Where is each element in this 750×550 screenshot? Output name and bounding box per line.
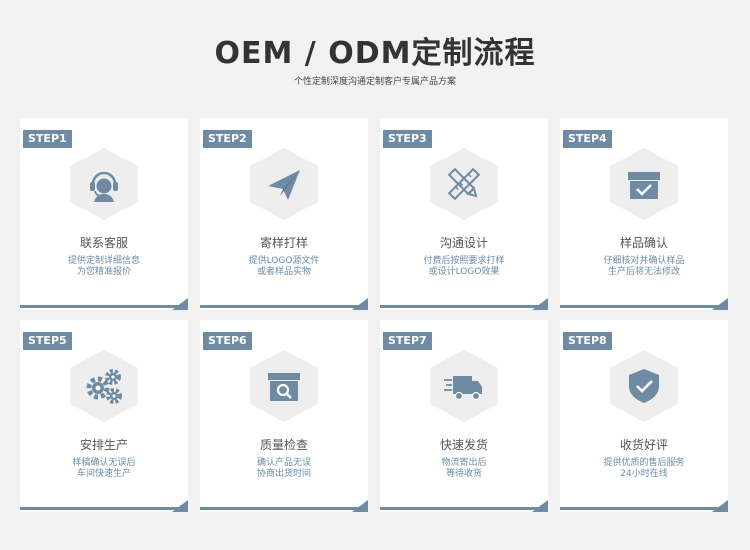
hexagon-background bbox=[70, 350, 138, 422]
corner-triangle bbox=[172, 500, 188, 512]
step-badge: STEP6 bbox=[203, 332, 252, 350]
corner-triangle bbox=[532, 298, 548, 310]
step-badge: STEP2 bbox=[203, 130, 252, 148]
corner-triangle bbox=[172, 298, 188, 310]
bottom-accent-line bbox=[380, 305, 540, 308]
step-card-7: STEP7 快速发货 物流寄出后 等待收货 bbox=[380, 320, 548, 512]
step-description: 提供LOGO源文件 或者样品实物 bbox=[248, 256, 320, 277]
step-title: 质量检查 bbox=[259, 438, 308, 452]
step-badge: STEP1 bbox=[23, 130, 72, 148]
corner-triangle bbox=[712, 500, 728, 512]
bottom-accent-line bbox=[560, 305, 720, 308]
corner-triangle bbox=[712, 298, 728, 310]
bottom-accent-line bbox=[20, 305, 180, 308]
paper-plane-icon bbox=[264, 164, 304, 204]
shield-check-icon bbox=[624, 366, 664, 406]
step-description: 提供定制详细信息 为您精准报价 bbox=[67, 256, 140, 277]
corner-triangle bbox=[532, 500, 548, 512]
corner-triangle bbox=[352, 500, 368, 512]
step-description: 物流寄出后 等待收货 bbox=[441, 458, 487, 479]
step-card-2: STEP2 寄样打样 提供LOGO源文件 或者样品实物 bbox=[200, 118, 368, 310]
step-card-5: STEP5 安排生产 样稿确认无误后 车间快速生产 bbox=[20, 320, 188, 512]
bottom-accent-line bbox=[20, 507, 180, 510]
step-title: 样品确认 bbox=[619, 236, 668, 250]
ruler-pencil-icon bbox=[444, 164, 484, 204]
page-title: OEM / ODM定制流程 bbox=[214, 36, 536, 71]
step-card-1: STEP1 联系客服 提供定制详细信息 为您精准报价 bbox=[20, 118, 188, 310]
search-box-icon bbox=[264, 366, 304, 406]
step-title: 寄样打样 bbox=[259, 236, 308, 250]
step-description: 付费后按照要求打样 或设计LOGO效果 bbox=[423, 256, 505, 277]
bottom-accent-line bbox=[200, 507, 360, 510]
headset-icon bbox=[84, 164, 124, 204]
step-title: 联系客服 bbox=[79, 236, 128, 250]
step-card-3: STEP3 沟通设计 付费后按照要求打样 或设计L bbox=[380, 118, 548, 310]
delivery-truck-icon bbox=[444, 366, 484, 406]
step-description: 确认产品无误 协商出货时间 bbox=[256, 458, 311, 479]
steps-grid: STEP1 联系客服 提供定制详细信息 为您精准报价 STEP2 bbox=[20, 118, 728, 512]
step-badge: STEP7 bbox=[383, 332, 432, 350]
gears-icon bbox=[84, 366, 124, 406]
step-badge: STEP8 bbox=[563, 332, 612, 350]
page-subtitle: 个性定制深度沟通定制客户专属产品方案 bbox=[293, 77, 456, 87]
step-title: 沟通设计 bbox=[439, 236, 488, 250]
hexagon-background bbox=[430, 148, 498, 220]
step-description: 仔细核对并确认样品 生产后将无法修改 bbox=[603, 256, 685, 277]
step-card-4: STEP4 样品确认 仔细核对并确认样品 生产后将无法修改 bbox=[560, 118, 728, 310]
step-card-6: STEP6 质量检查 确认产品无误 协商出货时间 bbox=[200, 320, 368, 512]
bottom-accent-line bbox=[380, 507, 540, 510]
box-check-icon bbox=[624, 164, 664, 204]
step-badge: STEP5 bbox=[23, 332, 72, 350]
step-badge: STEP3 bbox=[383, 130, 432, 148]
step-description: 提供优质的售后服务 24小时在线 bbox=[603, 458, 685, 479]
step-title: 快速发货 bbox=[439, 438, 488, 452]
bottom-accent-line bbox=[200, 305, 360, 308]
bottom-accent-line bbox=[560, 507, 720, 510]
corner-triangle bbox=[352, 298, 368, 310]
step-badge: STEP4 bbox=[563, 130, 612, 148]
step-title: 安排生产 bbox=[79, 438, 128, 452]
step-description: 样稿确认无误后 车间快速生产 bbox=[72, 458, 136, 479]
step-card-8: STEP8 收货好评 提供优质的售后服务 24小时在线 bbox=[560, 320, 728, 512]
step-title: 收货好评 bbox=[619, 438, 668, 452]
